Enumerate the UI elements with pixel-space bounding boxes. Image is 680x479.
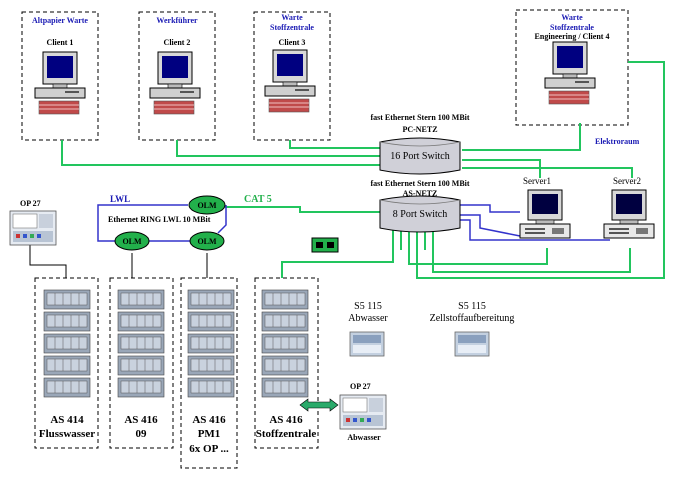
s5-abwasser-line1: S5 115 [354,301,382,312]
client2-title: Werkführer [156,16,198,25]
olm-top-icon [188,195,226,215]
olm-left-label: OLM [122,237,142,246]
olm-left-icon [114,231,150,251]
client1-title: Altpapier Warte [32,16,88,25]
cabinet4-line1: AS 416 [269,414,303,426]
server2-label: Server2 [613,176,641,186]
cabinet3-line2: PM1 [198,428,221,440]
olm-top-label: OLM [197,201,217,210]
switch8-icon [379,195,461,233]
client3-title-line2: Stoffzentrale [270,23,314,32]
cabinet3-box [180,277,238,469]
client4-title-line1: Warte [561,13,583,22]
as-net-caption: fast Ethernet Stern 100 MBit [370,179,469,188]
switch16-label: 16 Port Switch [390,151,449,162]
ring-label: Ethernet RING LWL 10 MBit [108,215,211,224]
client4-box [515,9,629,126]
op27-right-label: OP 27 [350,382,371,391]
server1-label: Server1 [523,176,551,186]
client3-label: Client 3 [279,38,306,47]
s5-zellstoff-icon [454,331,490,357]
client1-pc-icon [34,51,86,115]
server1-icon [519,189,571,239]
cabinet2-line2: 09 [136,428,148,440]
client1-box [21,11,99,141]
client2-label: Client 2 [164,38,191,47]
lwl-label: LWL [110,194,130,204]
client4-pc-icon [544,41,596,105]
s5-abwasser-icon [349,331,385,357]
client1-label: Client 1 [47,38,74,47]
server2-icon [603,189,655,239]
cabinet3-line3: 6x OP ... [189,443,229,455]
olm-right-icon [189,231,225,251]
op27-link-arrow [299,398,339,412]
cabinet4-box [254,277,319,449]
s5-abwasser-line2: Abwasser [348,313,388,324]
client3-pc-icon [264,49,316,113]
cabinet1-line2: Flusswasser [39,428,95,440]
pc-network-links [61,61,665,279]
client3-box [253,11,331,141]
op27-left-label: OP 27 [20,199,41,208]
switch8-label: 8 Port Switch [393,209,447,220]
client4-title-line2: Stoffzentrale [550,23,594,32]
client4-label: Engineering / Client 4 [535,32,610,41]
cabinet2-racks [117,289,165,398]
client2-pc-icon [149,51,201,115]
as-network-links [97,204,610,242]
cabinet2-line1: AS 416 [124,414,158,426]
fieldbus-links [29,245,208,278]
cabinet4-line2: Stoffzentrale [256,428,317,440]
pc-net-caption: fast Ethernet Stern 100 MBit [370,113,469,122]
op27-right-icon [339,394,387,430]
as-net-name: AS-NETZ [403,189,438,198]
op27-left-icon [9,210,57,246]
pc-net-name: PC-NETZ [402,125,437,134]
op27-right-caption: Abwasser [347,433,381,442]
cabinet1-racks [43,289,91,398]
s5-zellstoff-line2: Zellstoffaufbereitung [430,313,515,324]
cabinet3-line1: AS 416 [192,414,226,426]
switch16-icon [379,137,461,175]
cabinet2-box [109,277,174,449]
cabinet1-line1: AS 414 [50,414,84,426]
s5-zellstoff-line1: S5 115 [458,301,486,312]
olm-right-label: OLM [197,237,217,246]
cabinet4-racks [261,289,309,398]
elektroraum-label: Elektroraum [595,137,640,146]
connector-module-icon [311,237,339,253]
cabinet3-racks [187,289,235,398]
client3-title-line1: Warte [281,13,303,22]
cat5-label: CAT 5 [244,194,272,205]
